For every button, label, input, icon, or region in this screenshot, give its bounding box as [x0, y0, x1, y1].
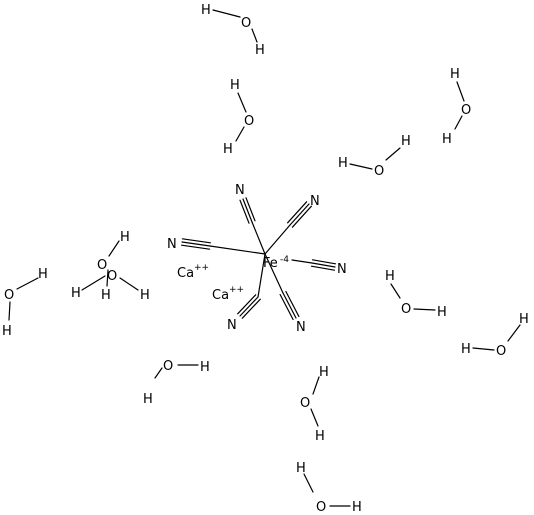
hydrogen-atom: H	[200, 360, 210, 375]
hydrogen-atom: H	[101, 288, 111, 303]
hydrogen-atom: H	[450, 67, 460, 82]
hydrogen-atom: H	[338, 156, 348, 171]
water-molecule: H O H	[296, 461, 362, 515]
hydrogen-atom: H	[385, 269, 395, 284]
oxygen-atom: O	[107, 269, 117, 284]
oxygen-atom: O	[163, 359, 173, 374]
nitrogen-atom: N	[337, 262, 347, 277]
cyanide-ligand-down-right	[279, 290, 300, 321]
calcium-ion: Ca ++	[177, 263, 209, 281]
calcium-charge: ++	[229, 285, 244, 295]
iron-atom: Fe -4	[263, 255, 289, 271]
oxygen-atom: O	[316, 500, 326, 515]
water-molecule: H O H	[338, 134, 411, 179]
iron-label: Fe	[263, 256, 278, 271]
calcium-ion: Ca ++	[212, 285, 244, 303]
iron-charge: -4	[280, 255, 289, 265]
hydrogen-atom: H	[38, 267, 48, 282]
hydrogen-atom: H	[461, 342, 471, 357]
cyanide-ligand-right	[310, 259, 337, 271]
hydrogen-atom: H	[319, 365, 329, 380]
water-molecule: H O H	[223, 78, 254, 157]
water-molecule: H O H	[300, 365, 329, 444]
calcium-label: Ca	[177, 266, 194, 281]
water-molecule: H O H	[442, 67, 471, 147]
calcium-charge: ++	[194, 263, 209, 273]
hydrogen-atom: H	[201, 3, 211, 18]
nitrogen-atom: N	[167, 237, 177, 252]
hydrogen-atom: H	[437, 305, 447, 320]
fe-c-bond	[264, 224, 291, 255]
water-molecule: H O H	[385, 269, 447, 320]
hydrogen-atom: H	[519, 312, 529, 327]
oxygen-atom: O	[244, 114, 254, 129]
nitrogen-atom: N	[227, 318, 237, 333]
nitrogen-atom: N	[310, 194, 320, 209]
hydrogen-atom: H	[255, 43, 265, 58]
water-molecule: H O H	[71, 269, 150, 303]
hydrogen-atom: H	[296, 461, 306, 476]
fe-c-bond	[291, 259, 313, 264]
nitrogen-atom: N	[235, 183, 245, 198]
water-molecule: H O H	[461, 312, 529, 359]
hydrogen-atom: H	[143, 392, 153, 407]
hydrogen-atom: H	[120, 230, 130, 245]
oxygen-atom: O	[300, 396, 310, 411]
oxygen-atom: O	[4, 288, 14, 303]
hydrogen-atom: H	[71, 286, 81, 301]
cyanide-ligand-up-right	[287, 201, 312, 228]
fe-c-bond	[257, 253, 266, 298]
water-molecule: H O H	[143, 359, 210, 407]
hydrogen-atom: H	[230, 78, 240, 93]
water-molecule: H O H	[201, 3, 265, 58]
cyanide-ligand-down-left	[237, 294, 261, 319]
oxygen-atom: O	[496, 344, 506, 359]
fe-c-bond	[209, 245, 266, 255]
hydrogen-atom: H	[352, 500, 362, 515]
cyanide-ligand-left	[181, 238, 211, 250]
hydrogen-atom: H	[315, 429, 325, 444]
oxygen-atom: O	[241, 16, 251, 31]
oxygen-atom: O	[461, 103, 471, 118]
nitrogen-atom: N	[296, 320, 306, 335]
hydrogen-atom: H	[223, 142, 233, 157]
water-molecule: H O H	[97, 230, 130, 303]
water-molecule: H O H	[2, 267, 48, 339]
hydrogen-atom: H	[140, 288, 150, 303]
fe-c-bond	[251, 221, 266, 255]
fe-c-bond	[264, 253, 284, 294]
calcium-label: Ca	[212, 288, 229, 303]
hydrogen-atom: H	[401, 134, 411, 149]
cyanide-ligand-up-left	[239, 197, 256, 224]
ferrocyanide-complex: Fe -4 N N N N N N	[167, 183, 347, 335]
oxygen-atom: O	[97, 258, 107, 273]
hydrogen-atom: H	[2, 324, 12, 339]
oxygen-atom: O	[374, 164, 384, 179]
hydrogen-atom: H	[442, 132, 452, 147]
oxygen-atom: O	[401, 302, 411, 317]
